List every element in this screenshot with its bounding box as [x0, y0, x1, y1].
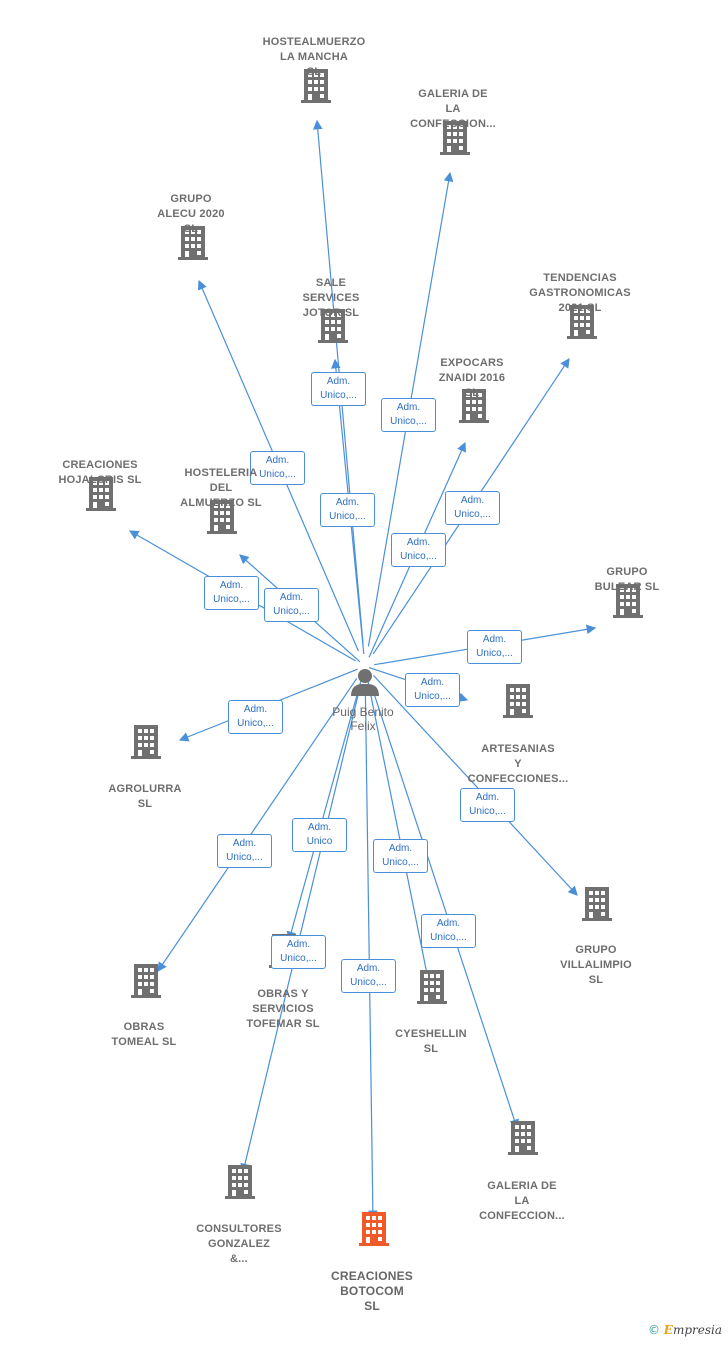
company-label-galeria2[interactable]: GALERIA DE LA CONFECCION... [479, 1180, 565, 1222]
company-label-artesanias[interactable]: ARTESANIAS Y CONFECCIONES... [467, 743, 569, 785]
role-label-botocom[interactable]: Adm. Unico,... [341, 959, 396, 993]
building-icon[interactable] [225, 1165, 255, 1199]
company-label-agrolurra[interactable]: AGROLURRA SL [108, 783, 182, 810]
role-label-sale-services[interactable]: Adm. Unico,... [320, 493, 375, 527]
role-label-galeria2[interactable]: Adm. Unico,... [421, 914, 476, 948]
company-label-creaciones-hojalcris[interactable]: CREACIONES HOJALCRIS SL [58, 459, 142, 486]
company-label-tendencias[interactable]: TENDENCIAS GASTRONOMICAS 2021 SL [529, 272, 631, 314]
company-label-sale-services[interactable]: SALE SERVICES JOTOR SL [302, 277, 360, 319]
role-label-obras-servicios[interactable]: Adm. Unico [292, 818, 347, 852]
building-icon[interactable] [359, 1212, 389, 1246]
role-label-sale-services-2[interactable]: Adm. Unico,... [311, 372, 366, 406]
edge-botocom [364, 688, 378, 1221]
empresia-footer: © Empresia [648, 1323, 722, 1337]
company-label-hosteleria[interactable]: HOSTELERIA DEL ALMUERZO SL [180, 467, 262, 509]
building-icon[interactable] [503, 684, 533, 718]
company-label-obras-servicios[interactable]: OBRAS Y SERVICIOS TOFEMAR SL [246, 988, 320, 1030]
company-label-botocom[interactable]: CREACIONES BOTOCOM SL [330, 1269, 414, 1313]
building-icon[interactable] [508, 1121, 538, 1155]
role-label-obras-tomeal[interactable]: Adm. Unico,... [217, 834, 272, 868]
edge-consultores [240, 686, 361, 1174]
edge-cyeshellin [366, 678, 432, 981]
building-icon[interactable] [582, 887, 612, 921]
role-label-agrolurra[interactable]: Adm. Unico,... [228, 700, 283, 734]
company-label-expocars[interactable]: EXPOCARS ZNAIDI 2016 SL [438, 357, 506, 399]
company-label-grupo-bulear[interactable]: GRUPO BULEAR SL [594, 566, 660, 593]
copyright-icon: © [647, 1323, 660, 1337]
building-icon[interactable] [131, 964, 161, 998]
empresia-logo-icon: E [663, 1323, 673, 1337]
company-label-galeria1[interactable]: GALERIA DE LA CONFECCION... [410, 88, 496, 130]
building-icon[interactable] [131, 725, 161, 759]
edge-grupo-villalimpio [373, 674, 578, 896]
company-label-grupo-villalimpio[interactable]: GRUPO VILLALIMPIO SL [560, 944, 632, 986]
edge-obras-servicios [286, 677, 363, 942]
role-label-grupo-bulear[interactable]: Adm. Unico,... [467, 630, 522, 664]
role-label-creaciones-hojalcris[interactable]: Adm. Unico,... [204, 576, 259, 610]
role-label-galeria1[interactable]: Adm. Unico,... [381, 398, 436, 432]
role-label-consultores[interactable]: Adm. Unico,... [271, 935, 326, 969]
role-label-expocars[interactable]: Adm. Unico,... [391, 533, 446, 567]
company-label-cyeshellin[interactable]: CYESHELLIN SL [395, 1028, 467, 1055]
edge-obras-tomeal [157, 678, 358, 972]
role-label-artesanias[interactable]: Adm. Unico,... [405, 673, 460, 707]
company-label-hostealmuerzo[interactable]: HOSTEALMUERZO LA MANCHA SL [262, 36, 366, 78]
role-label-grupo-villalimpio[interactable]: Adm. Unico,... [460, 788, 515, 822]
role-label-tendencias[interactable]: Adm. Unico,... [445, 491, 500, 525]
brand-name: mpresia [672, 1323, 722, 1337]
person-icon[interactable] [351, 669, 379, 696]
edge-galeria2 [370, 684, 519, 1130]
building-icon[interactable] [417, 970, 447, 1004]
role-label-cyeshellin[interactable]: Adm. Unico,... [373, 839, 428, 873]
company-label-obras-tomeal[interactable]: OBRAS TOMEAL SL [111, 1021, 177, 1048]
role-label-grupo-alecu[interactable]: Adm. Unico,... [250, 451, 305, 485]
role-label-hosteleria[interactable]: Adm. Unico,... [264, 588, 319, 622]
company-label-consultores[interactable]: CONSULTORES GONZALEZ &... [196, 1223, 282, 1265]
company-label-grupo-alecu[interactable]: GRUPO ALECU 2020 SL [157, 193, 225, 235]
person-name[interactable]: Puig Benito Felix [332, 705, 394, 733]
